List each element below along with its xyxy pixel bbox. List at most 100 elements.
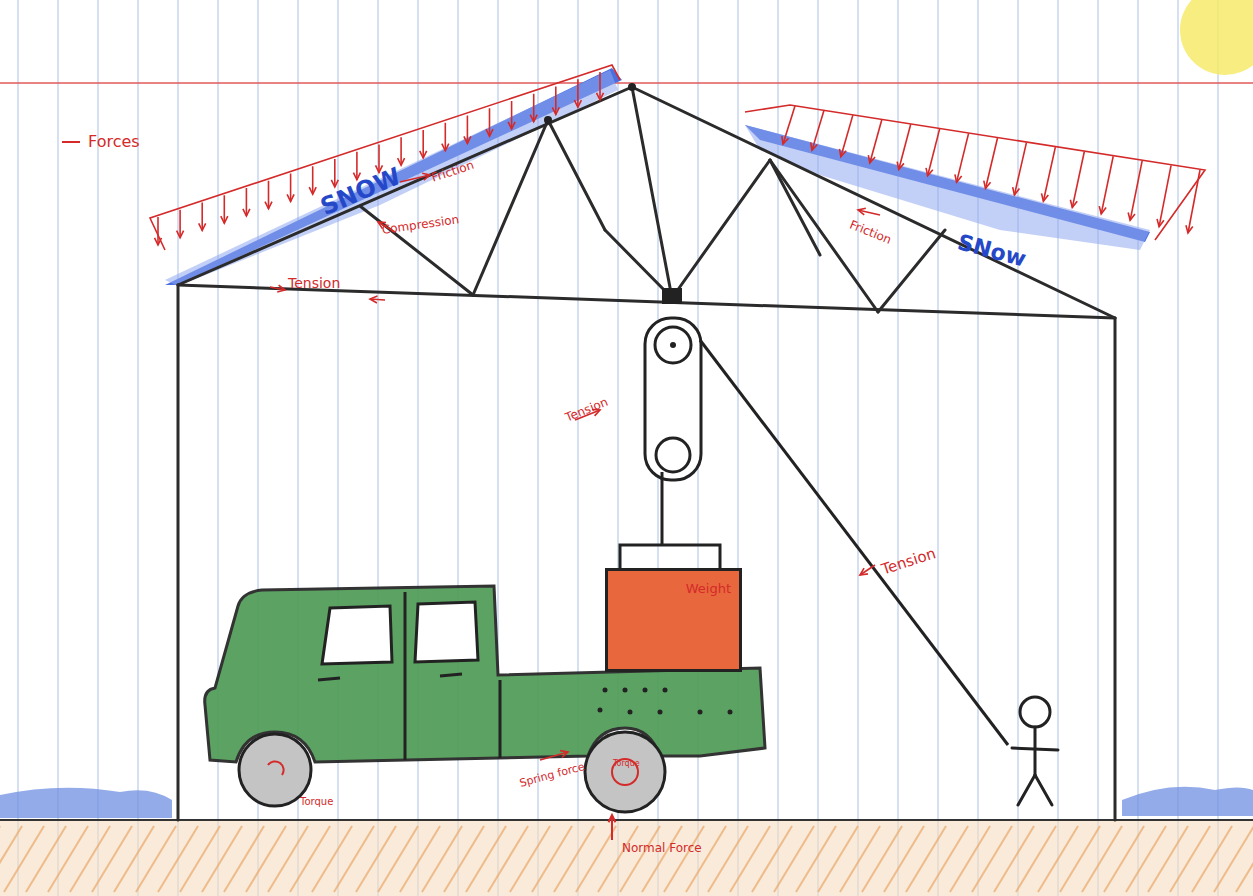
rule-line <box>1017 0 1018 896</box>
hatch-line <box>202 826 242 892</box>
force-arrow <box>1042 147 1056 201</box>
hatch-line <box>114 826 154 892</box>
force-arrow <box>811 111 824 151</box>
hatch-line <box>356 826 396 892</box>
hatch-line <box>290 826 330 892</box>
load-outline <box>745 105 1205 240</box>
ground-fill <box>0 820 1253 896</box>
hatch-line <box>422 826 462 892</box>
paper-rules <box>18 0 1218 896</box>
force-arrow <box>353 152 360 180</box>
ground-snow <box>0 788 172 818</box>
hatch-line <box>312 826 352 892</box>
hatch-line <box>488 826 528 892</box>
force-label: Tension <box>879 545 937 578</box>
hatch-line <box>532 826 572 892</box>
rule-line <box>1137 0 1138 896</box>
force-arrow <box>1157 165 1171 226</box>
force-arrow <box>177 210 184 238</box>
legend-row: Forces <box>62 132 140 151</box>
rule-line <box>1177 0 1178 896</box>
hatch-line <box>686 826 726 892</box>
truck-wheel <box>585 732 665 812</box>
force-arrow <box>984 138 998 189</box>
ground-line <box>0 819 1253 821</box>
crate-box: Weight <box>605 568 742 672</box>
weight-label: Weight <box>686 581 731 596</box>
hatch-line <box>510 826 550 892</box>
pulley-wheel <box>655 327 691 363</box>
force-label: Compression <box>381 213 460 237</box>
force-arrow <box>486 108 493 136</box>
force-arrow <box>270 285 285 292</box>
crate-sling <box>620 545 720 570</box>
force-arrow <box>155 217 162 245</box>
ground-hatch <box>0 826 1253 892</box>
roof-snow <box>165 68 622 285</box>
hatch-line <box>26 826 66 892</box>
hatch-line <box>554 826 594 892</box>
hatch-line <box>708 826 748 892</box>
force-arrow <box>243 188 250 216</box>
hatch-line <box>906 826 946 892</box>
force-arrow <box>287 174 294 202</box>
legend-sample <box>62 141 80 143</box>
rule-line <box>897 0 898 896</box>
truss <box>178 87 1115 820</box>
hatch-line <box>620 826 660 892</box>
rule-line <box>177 0 178 896</box>
force-arrow <box>331 159 338 187</box>
force-arrow <box>897 124 911 169</box>
force-label: SNow <box>955 230 1029 271</box>
force-arrow <box>574 79 581 107</box>
force-arrows <box>150 65 1205 840</box>
hatch-line <box>246 826 286 892</box>
hatch-line <box>642 826 682 892</box>
rule-line <box>817 0 818 896</box>
hatch-line <box>1148 826 1188 892</box>
hatch-line <box>400 826 440 892</box>
person <box>1012 697 1058 805</box>
force-arrow <box>1013 143 1027 195</box>
rule-line <box>1057 0 1058 896</box>
truck-wheel <box>239 734 311 806</box>
force-arrow <box>868 120 881 163</box>
force-arrow <box>540 751 568 760</box>
hatch-line <box>4 826 44 892</box>
force-arrow <box>955 133 969 182</box>
hatch-line <box>224 826 264 892</box>
pulley-axle <box>670 342 676 348</box>
hatch-line <box>1126 826 1166 892</box>
hatch-line <box>972 826 1012 892</box>
hatch-line <box>466 826 506 892</box>
force-arrow <box>199 203 206 231</box>
hatch-line <box>158 826 198 892</box>
torque-mark <box>268 761 284 775</box>
hatch-line <box>796 826 836 892</box>
hatch-line <box>1082 826 1122 892</box>
rule-line <box>57 0 58 896</box>
hatch-line <box>862 826 902 892</box>
force-label: Friction <box>430 159 476 185</box>
hatch-line <box>576 826 616 892</box>
pulley-block <box>645 318 701 480</box>
pulley-mount <box>662 288 682 304</box>
force-label: Spring force <box>518 761 586 790</box>
rule-line <box>737 0 738 896</box>
force-arrow <box>309 166 316 194</box>
hatch-line <box>48 826 88 892</box>
force-arrow <box>398 137 405 165</box>
force-arrow <box>1186 170 1200 233</box>
force-label: Torque <box>300 796 333 807</box>
load-outline <box>150 65 620 250</box>
truck-lines <box>318 592 500 760</box>
force-arrow <box>552 87 559 115</box>
hatch-line <box>92 826 132 892</box>
hatch-line <box>444 826 484 892</box>
truss-joint <box>544 116 552 124</box>
force-arrow <box>370 296 385 303</box>
hatch-line <box>598 826 638 892</box>
hatch-line <box>664 826 704 892</box>
sun <box>1180 0 1253 75</box>
